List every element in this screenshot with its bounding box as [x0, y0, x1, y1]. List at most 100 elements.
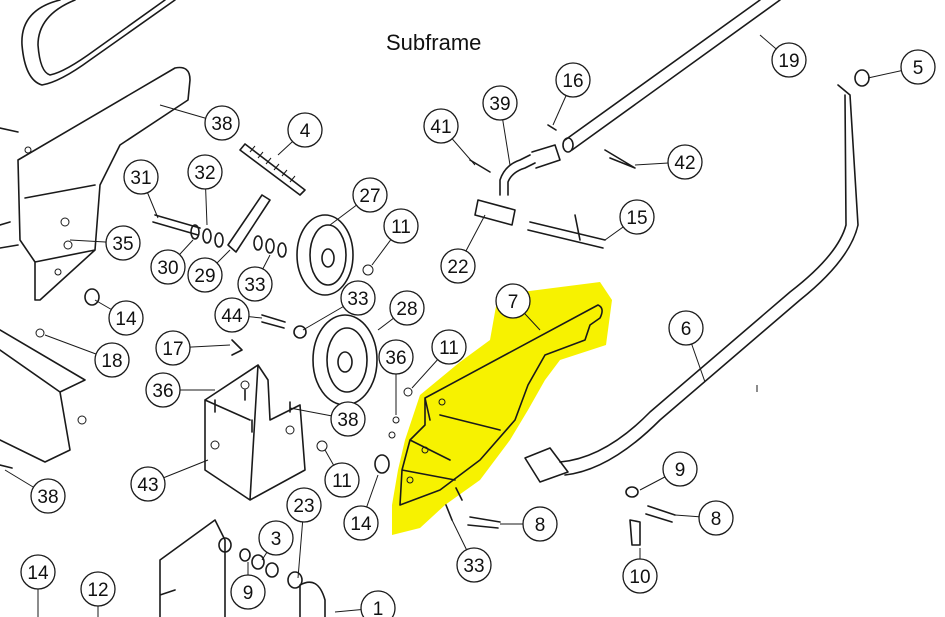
- callout-28: 28: [389, 290, 425, 326]
- nut-11: [403, 387, 413, 397]
- callout-7: 7: [495, 283, 531, 319]
- callout-9: 9: [230, 574, 266, 610]
- washer-33: [277, 242, 287, 258]
- callout-number: 30: [157, 258, 178, 279]
- callout-9: 9: [662, 451, 698, 487]
- part-7-highlight: [392, 282, 612, 535]
- callout-circle: [324, 462, 360, 498]
- callout-number: 11: [391, 217, 411, 238]
- callout-circle: [150, 249, 186, 285]
- callout-14: 14: [343, 505, 379, 541]
- callout-circle: [423, 108, 459, 144]
- callout-41: 41: [423, 108, 459, 144]
- bolt-head: [60, 217, 70, 227]
- callout-circle: [668, 310, 704, 346]
- callout-29: 29: [187, 257, 223, 293]
- callout-23: 23: [286, 487, 322, 523]
- callout-circle: [698, 500, 734, 536]
- callout-circle: [383, 208, 419, 244]
- callout-number: 11: [439, 338, 459, 359]
- part-22-tube: [564, 0, 781, 151]
- callout-32: 32: [187, 154, 223, 190]
- callout-number: 11: [332, 471, 352, 492]
- callout-number: 1: [373, 599, 384, 617]
- callout-31: 31: [123, 159, 159, 195]
- callout-circle: [108, 300, 144, 336]
- callout-circle: [340, 280, 376, 316]
- callout-5: 5: [900, 49, 936, 85]
- callout-11: 11: [431, 329, 467, 365]
- part-43-clip: [604, 149, 636, 169]
- callout-19: 19: [771, 42, 807, 78]
- washer-33: [214, 232, 224, 248]
- washer-9: [239, 548, 251, 562]
- callout-12: 12: [80, 571, 116, 607]
- callout-17: 17: [155, 330, 191, 366]
- callout-22: 22: [440, 248, 476, 284]
- callout-36: 36: [378, 339, 414, 375]
- callout-27: 27: [352, 177, 388, 213]
- callout-number: 8: [535, 515, 546, 536]
- callout-8: 8: [698, 500, 734, 536]
- callout-number: 12: [87, 580, 108, 601]
- bolts-38: [214, 389, 291, 433]
- callout-circle: [360, 590, 396, 617]
- callout-38: 38: [30, 478, 66, 514]
- callout-circle: [214, 297, 250, 333]
- washer-14: [84, 288, 100, 306]
- callout-number: 33: [463, 556, 484, 577]
- callout-number: 31: [130, 168, 151, 189]
- washer-33: [293, 325, 307, 339]
- washer-9: [625, 486, 639, 498]
- callout-circle: [662, 451, 698, 487]
- callout-circle: [30, 478, 66, 514]
- bolt-head: [63, 240, 73, 250]
- callout-number: 9: [243, 583, 254, 604]
- callout-number: 3: [271, 529, 282, 550]
- callout-circle: [187, 154, 223, 190]
- nut-11: [362, 264, 374, 276]
- callout-circle: [771, 42, 807, 78]
- callout-circle: [130, 466, 166, 502]
- callout-circle: [204, 105, 240, 141]
- callout-number: 38: [211, 114, 232, 135]
- callout-circle: [619, 199, 655, 235]
- part-42-pin: [469, 159, 491, 173]
- callout-number: 15: [626, 208, 647, 229]
- callout-number: 38: [37, 487, 58, 508]
- callout-circle: [440, 248, 476, 284]
- screws-35: [445, 487, 463, 521]
- washer-33: [202, 228, 212, 244]
- callout-number: 27: [359, 186, 380, 207]
- callout-circle: [80, 571, 116, 607]
- callout-number: 7: [508, 292, 519, 313]
- callout-35: 35: [105, 225, 141, 261]
- callout-6: 6: [668, 310, 704, 346]
- callout-number: 14: [27, 563, 49, 584]
- callout-circle: [352, 177, 388, 213]
- callout-10: 10: [622, 558, 658, 594]
- callout-circle: [237, 266, 273, 302]
- part-4-spring: [239, 143, 306, 196]
- callout-circle: [94, 342, 130, 378]
- callout-circle: [258, 520, 294, 556]
- callout-circle: [522, 506, 558, 542]
- callout-number: 5: [913, 58, 924, 79]
- part-29-pulley-groove: [326, 327, 368, 393]
- callout-18: 18: [94, 342, 130, 378]
- callout-38: 38: [204, 105, 240, 141]
- callout-33: 33: [237, 266, 273, 302]
- part-7-plate: [399, 304, 603, 506]
- callout-number: 19: [778, 51, 799, 72]
- nut-11: [316, 440, 328, 452]
- callout-circle: [330, 401, 366, 437]
- part-28-pulley: [296, 214, 354, 296]
- callout-circle: [230, 574, 266, 610]
- callout-circle: [145, 372, 181, 408]
- bolt-8: [467, 516, 501, 529]
- callout-11: 11: [324, 462, 360, 498]
- bolt-8: [645, 505, 676, 523]
- part-29-hub: [337, 351, 353, 373]
- callout-number: 42: [674, 153, 695, 174]
